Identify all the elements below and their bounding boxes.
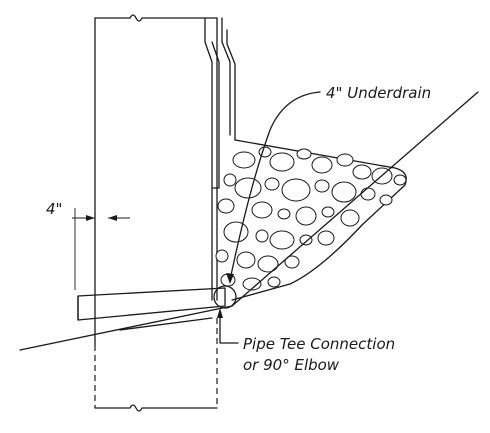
- wall-post: [94, 14, 218, 346]
- gravel-fill: [215, 146, 407, 291]
- ground-lines: [19, 91, 479, 351]
- connection-label-line1: Pipe Tee Connection: [243, 335, 395, 353]
- buried-post-dashed: [94, 318, 218, 412]
- connection-leader: Pipe Tee Connection or 90° Elbow: [217, 308, 395, 374]
- underdrain-pipe: [77, 285, 237, 321]
- offset-dimension-label: 4": [46, 200, 62, 218]
- underdrain-leader: 4" Underdrain: [226, 84, 431, 284]
- underdrain-label: 4" Underdrain: [326, 84, 431, 102]
- drain-board: [204, 17, 236, 189]
- connection-label-line2: or 90° Elbow: [243, 356, 340, 374]
- gravel-trench-outline: [211, 139, 407, 301]
- offset-dimension: 4": [46, 200, 130, 290]
